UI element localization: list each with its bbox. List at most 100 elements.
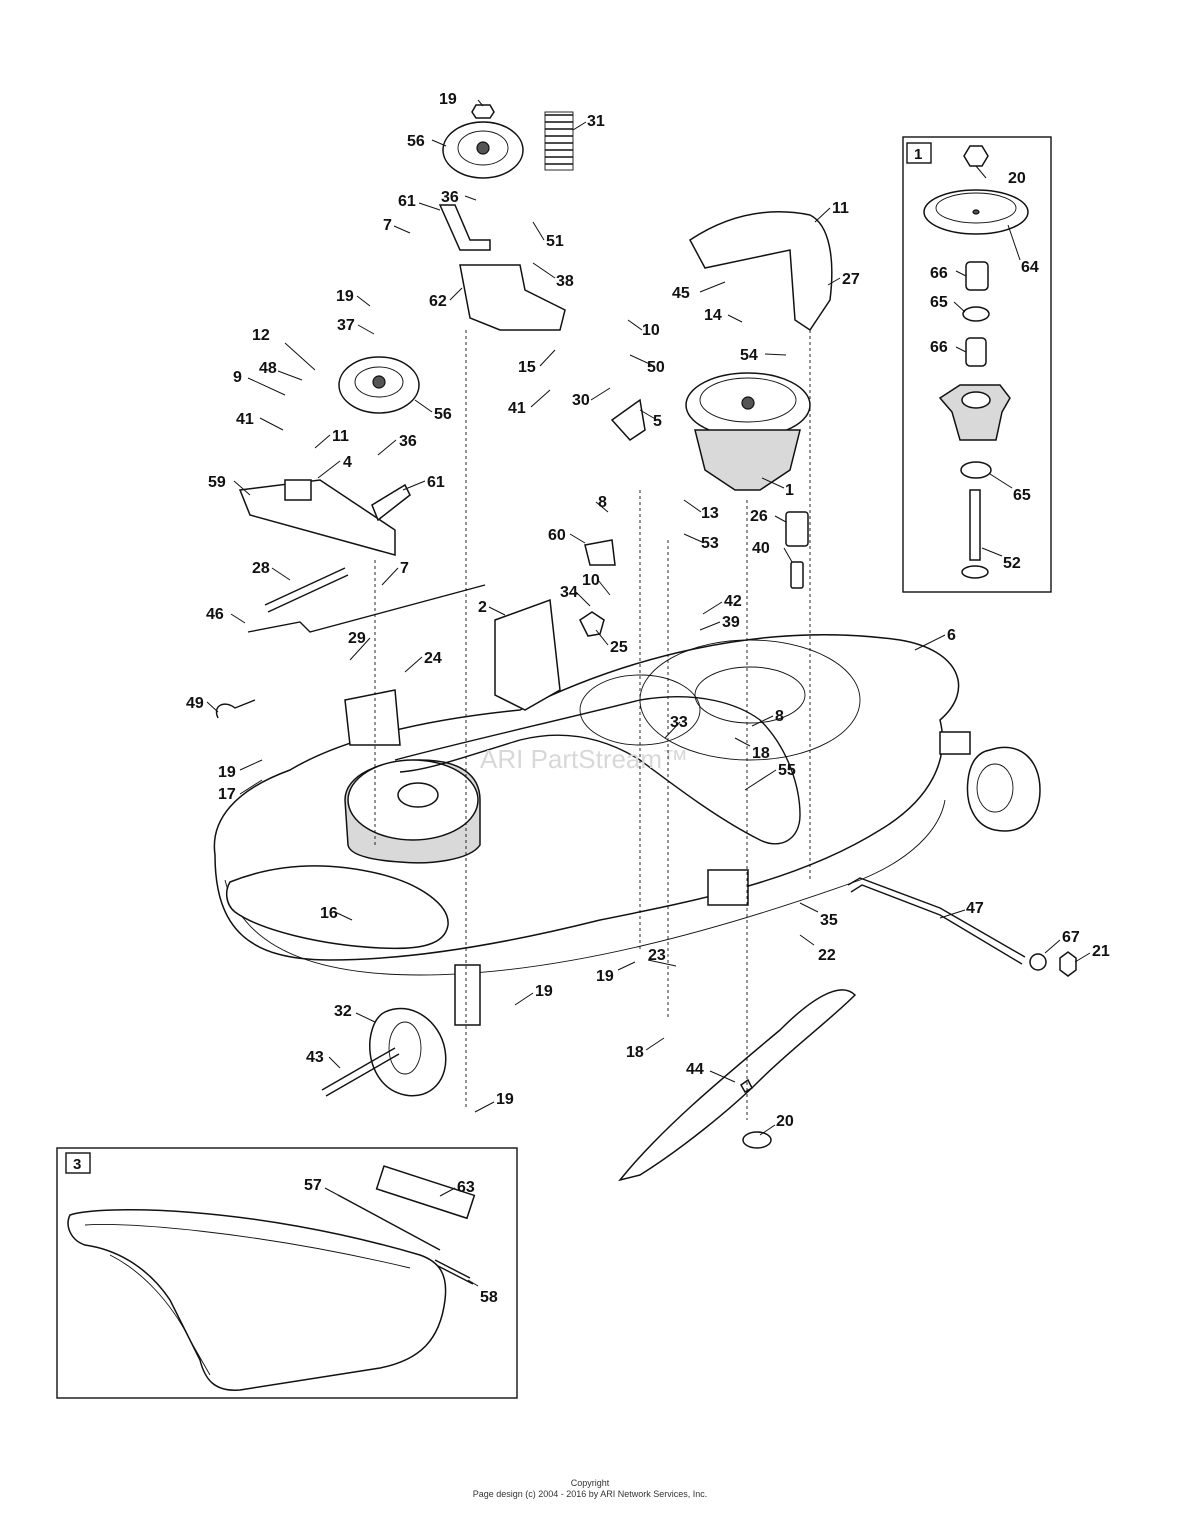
callout-29: 29 [348,630,366,647]
inset-discharge-chute: 3 [56,1147,518,1399]
callout-34: 34 [560,584,578,601]
callout-40: 40 [752,540,770,557]
footer-credit: Page design (c) 2004 - 2016 by ARI Netwo… [472,1489,708,1499]
callout-labels: 19 31 56 36 61 51 7 38 62 19 37 12 48 9 … [186,91,1110,1306]
callout-66: 66 [930,339,948,356]
callout-60: 60 [548,527,566,544]
callout-61: 61 [398,193,416,210]
callout-45: 45 [672,285,690,302]
callout-17: 17 [218,786,236,803]
reference-lines [374,330,811,1120]
callout-57: 57 [304,1177,322,1194]
callout-52: 52 [1003,555,1021,572]
blade [618,989,857,1182]
callout-25: 25 [610,639,628,656]
callout-2: 2 [478,599,487,616]
callout-30: 30 [572,392,590,409]
callout-11: 11 [332,428,349,445]
callout-36: 36 [441,189,459,206]
callout-1: 1 [785,482,794,499]
callout-9: 9 [233,369,242,386]
callout-50: 50 [647,359,665,376]
callout-19: 19 [596,968,614,985]
callout-13: 13 [701,505,719,522]
callout-35: 35 [820,912,838,929]
callout-44: 44 [686,1061,704,1078]
center-parts [215,398,646,746]
callout-8: 8 [775,708,784,725]
callout-19: 19 [496,1091,514,1108]
callout-7: 7 [383,217,392,234]
callout-43: 43 [306,1049,324,1066]
idler-assembly-upper [438,104,574,331]
callout-19: 19 [535,983,553,1000]
callout-36: 36 [399,433,417,450]
callout-10: 10 [582,572,600,589]
callout-41: 41 [236,411,254,428]
callout-61: 61 [427,474,445,491]
callout-19: 19 [218,764,236,781]
callout-10: 10 [642,322,660,339]
callout-67: 67 [1062,929,1080,946]
front-wheel [321,964,481,1097]
callout-20: 20 [776,1113,794,1130]
callout-26: 26 [750,508,768,525]
callout-22: 22 [818,947,836,964]
callout-24: 24 [424,650,442,667]
footer-copyright: Copyright [570,1478,610,1488]
idler-arm [238,356,486,633]
callout-64: 64 [1021,259,1039,276]
callout-12: 12 [252,327,270,344]
callout-31: 31 [587,113,605,130]
callout-20: 20 [1008,170,1026,187]
right-spindle [685,211,833,589]
callout-59: 59 [208,474,226,491]
callout-11: 11 [832,200,849,217]
callout-39: 39 [722,614,740,631]
callout-54: 54 [740,347,758,364]
callout-46: 46 [206,606,224,623]
callout-6: 6 [947,627,956,644]
callout-4: 4 [343,454,352,471]
callout-8: 8 [598,494,607,511]
callout-58: 58 [480,1289,498,1306]
callout-56: 56 [434,406,452,423]
callout-48: 48 [259,360,277,377]
callout-37: 37 [337,317,355,334]
callout-15: 15 [518,359,536,376]
callout-33: 33 [670,714,688,731]
inset-number-3: 3 [73,1156,81,1173]
callout-18: 18 [626,1044,644,1061]
callout-66: 66 [930,265,948,282]
watermark: ARI PartStream™ [480,744,688,774]
callout-19: 19 [336,288,354,305]
callout-47: 47 [966,900,984,917]
callout-53: 53 [701,535,719,552]
inset-spindle-assembly: 1 [902,136,1052,593]
callout-65: 65 [930,294,948,311]
callout-23: 23 [648,947,666,964]
callout-18: 18 [752,745,770,762]
callout-5: 5 [653,413,662,430]
callout-65: 65 [1013,487,1031,504]
callout-leaders [206,99,1091,1287]
callout-56: 56 [407,133,425,150]
callout-41: 41 [508,400,526,417]
callout-28: 28 [252,560,270,577]
callout-32: 32 [334,1003,352,1020]
callout-51: 51 [546,233,564,250]
mower-deck [213,634,1041,976]
callout-27: 27 [842,271,860,288]
callout-21: 21 [1092,943,1110,960]
callout-16: 16 [320,905,338,922]
callout-38: 38 [556,273,574,290]
callout-55: 55 [778,762,796,779]
callout-49: 49 [186,695,204,712]
callout-62: 62 [429,293,447,310]
inset-number-1: 1 [914,146,922,163]
adjustment-rod [847,877,1077,977]
callout-14: 14 [704,307,722,324]
callout-7: 7 [400,560,409,577]
callout-63: 63 [457,1179,475,1196]
